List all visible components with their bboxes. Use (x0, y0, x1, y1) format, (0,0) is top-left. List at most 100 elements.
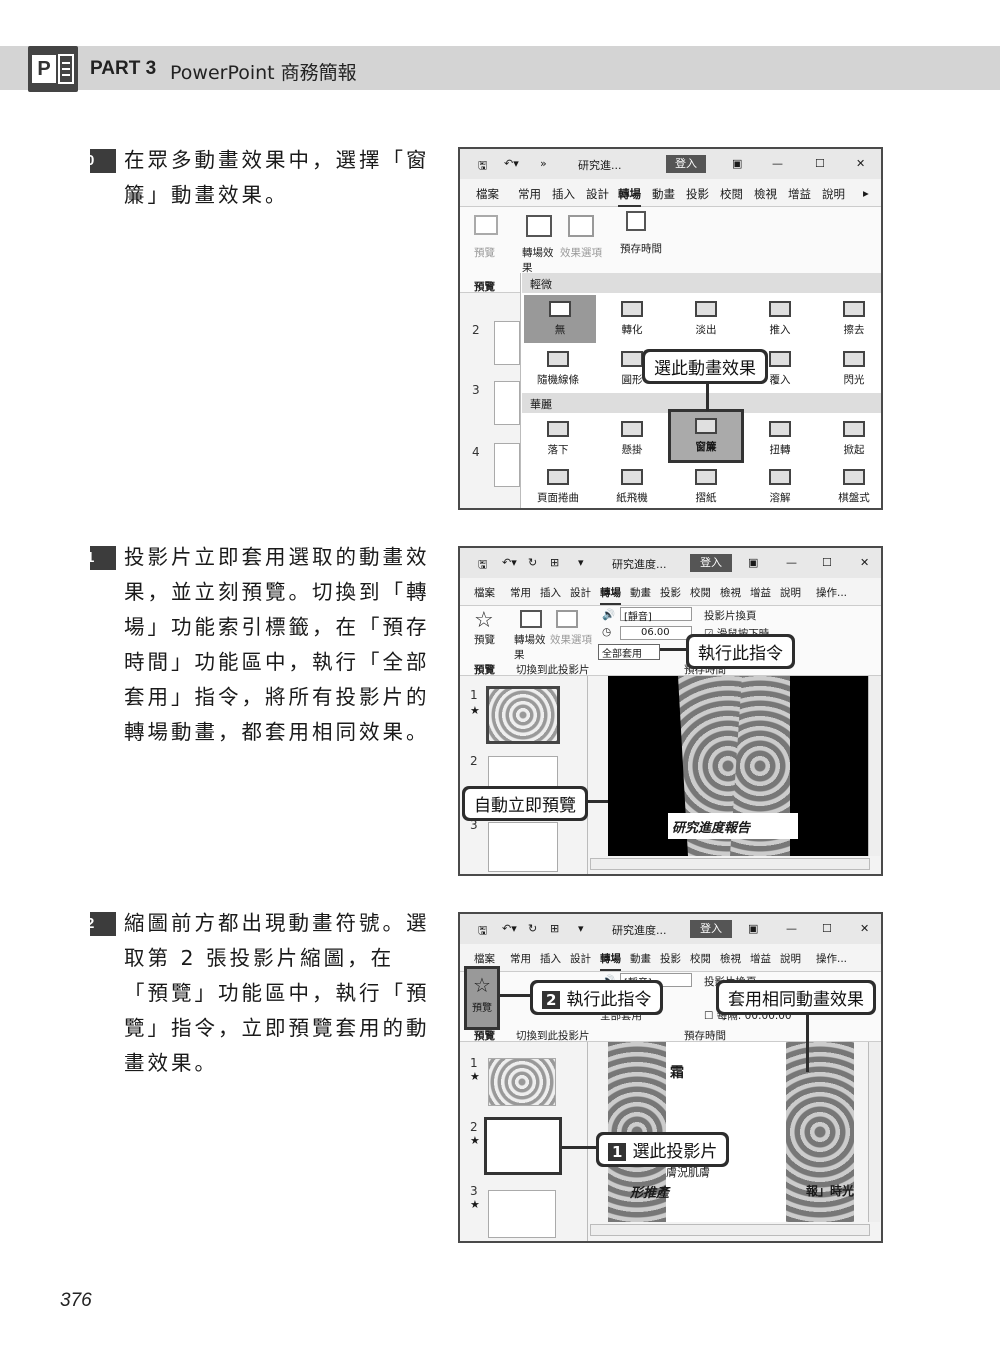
ribbon-display-icon[interactable]: ▣ (748, 556, 759, 569)
duration-input[interactable]: 06.00 (620, 626, 692, 640)
tab-tell-me[interactable]: 操作... (816, 587, 848, 599)
tab-design[interactable]: 設計 (570, 587, 591, 599)
tab-view[interactable]: 檢視 (754, 187, 777, 201)
minimize-icon[interactable]: — (772, 157, 783, 170)
transition-dissolve[interactable]: 溶解 (750, 463, 810, 508)
apply-all-button[interactable]: 全部套用 (598, 644, 660, 660)
transition-cover[interactable]: 覆入 (750, 345, 810, 395)
maximize-icon[interactable]: ☐ (822, 922, 832, 935)
tab-view[interactable]: 檢視 (720, 587, 741, 599)
close-icon[interactable]: ✕ (860, 922, 870, 935)
slide-thumbnail[interactable] (494, 443, 520, 487)
tab-view[interactable]: 檢視 (720, 953, 741, 965)
effect-options-label[interactable]: 效果選項 (560, 247, 602, 259)
more-icon[interactable]: » (540, 157, 547, 170)
tab-animations[interactable]: 動畫 (630, 587, 651, 599)
tab-slideshow[interactable]: 投影 (660, 587, 681, 599)
transition-wind[interactable]: 扭轉 (750, 415, 810, 465)
horizontal-scrollbar[interactable] (590, 1224, 870, 1236)
close-icon[interactable]: ✕ (856, 157, 866, 170)
undo-icon[interactable]: ↶▾ (504, 157, 519, 170)
login-button[interactable]: 登入 (690, 920, 732, 938)
slide-thumbnail[interactable] (494, 381, 520, 425)
vertical-scrollbar[interactable] (868, 1042, 880, 1222)
transition-airplane[interactable]: 紙飛機 (602, 463, 662, 508)
effect-options-label[interactable]: 效果選項 (550, 634, 592, 646)
transition-curtains[interactable]: 窗簾 (668, 409, 744, 463)
tab-slideshow[interactable]: 投影 (686, 187, 709, 201)
preview-button[interactable]: ☆ 預覽 (464, 966, 500, 1030)
maximize-icon[interactable]: ☐ (822, 556, 832, 569)
login-button[interactable]: 登入 (666, 155, 706, 173)
tab-file[interactable]: 檔案 (476, 187, 499, 201)
transition-checkerboard[interactable]: 棋盤式 (824, 463, 881, 508)
vertical-scrollbar[interactable] (868, 676, 880, 856)
tab-transitions[interactable]: 轉場 (618, 186, 641, 207)
login-button[interactable]: 登入 (690, 554, 732, 572)
save-icon[interactable]: 🖫 (478, 558, 488, 571)
tab-tell-me[interactable]: 操作... (816, 953, 848, 965)
transition-effects-label[interactable]: 轉場效果 (522, 247, 554, 274)
ribbon-display-icon[interactable]: ▣ (748, 922, 759, 935)
tab-addins[interactable]: 增益 (750, 587, 771, 599)
transition-fade[interactable]: 淡出 (676, 295, 736, 345)
tab-insert[interactable]: 插入 (552, 187, 575, 201)
transition-peel-off[interactable]: 掀起 (824, 415, 881, 465)
save-icon[interactable]: 🖫 (478, 924, 488, 937)
transition-morph[interactable]: 轉化 (602, 295, 662, 345)
tab-design[interactable]: 設計 (570, 953, 591, 965)
transition-drape[interactable]: 懸掛 (602, 415, 662, 465)
slide-thumbnail[interactable] (488, 1058, 556, 1106)
transition-origami[interactable]: 摺紙 (676, 463, 736, 508)
horizontal-scrollbar[interactable] (590, 858, 870, 870)
redo-icon[interactable]: ↻ (528, 922, 538, 935)
tab-addins[interactable]: 增益 (750, 953, 771, 965)
timing-label[interactable]: 預存時間 (620, 243, 662, 255)
tab-insert[interactable]: 插入 (540, 953, 561, 965)
preview-star-icon[interactable]: ☆ (474, 608, 494, 633)
minimize-icon[interactable]: — (786, 556, 797, 569)
transition-flash[interactable]: 閃光 (824, 345, 881, 395)
slide-thumbnail[interactable] (494, 321, 520, 365)
slide-thumbnail-selected[interactable] (484, 1117, 562, 1175)
slide-thumbnail[interactable] (488, 822, 558, 872)
transition-fall-over[interactable]: 落下 (528, 415, 588, 465)
slide-thumbnail[interactable] (488, 1190, 556, 1238)
undo-icon[interactable]: ↶▾ (502, 922, 517, 935)
tab-review[interactable]: 校閱 (690, 953, 711, 965)
tab-animations[interactable]: 動畫 (630, 953, 651, 965)
maximize-icon[interactable]: ☐ (815, 157, 825, 170)
transition-none[interactable]: 無 (524, 295, 596, 343)
ribbon-display-icon[interactable]: ▣ (732, 157, 743, 170)
slideshow-start-icon[interactable]: ⊞ (550, 556, 560, 569)
redo-icon[interactable]: ↻ (528, 556, 538, 569)
transition-random-bars[interactable]: 隨機線條 (528, 345, 588, 395)
preview-icon[interactable] (474, 215, 498, 235)
transition-push[interactable]: 推入 (750, 295, 810, 345)
tab-file[interactable]: 檔案 (474, 587, 495, 599)
transition-effects-label[interactable]: 轉場效果 (514, 634, 546, 661)
tab-slideshow[interactable]: 投影 (660, 953, 681, 965)
customize-icon[interactable]: ▾ (578, 922, 584, 935)
transition-effects-icon[interactable] (526, 215, 552, 237)
transition-effects-icon[interactable] (520, 610, 542, 628)
tab-review[interactable]: 校閱 (690, 587, 711, 599)
transition-page-curl[interactable]: 頁面捲曲 (528, 463, 588, 508)
tab-transitions[interactable]: 轉場 (600, 585, 621, 605)
customize-icon[interactable]: ▾ (578, 556, 584, 569)
tab-home[interactable]: 常用 (510, 953, 531, 965)
effect-options-icon[interactable] (556, 610, 578, 628)
tab-review[interactable]: 校閱 (720, 187, 743, 201)
minimize-icon[interactable]: — (786, 922, 797, 935)
sound-select[interactable]: [靜音] (620, 607, 692, 623)
tab-animations[interactable]: 動畫 (652, 187, 675, 201)
tab-help[interactable]: 說明 (780, 953, 801, 965)
undo-icon[interactable]: ↶▾ (502, 556, 517, 569)
timing-icon[interactable] (626, 211, 646, 231)
tab-transitions[interactable]: 轉場 (600, 951, 621, 971)
tab-addins[interactable]: 增益 (788, 187, 811, 201)
tab-scroll-icon[interactable]: ▸ (863, 186, 869, 200)
tab-help[interactable]: 說明 (780, 587, 801, 599)
tab-home[interactable]: 常用 (510, 587, 531, 599)
tab-home[interactable]: 常用 (518, 187, 541, 201)
